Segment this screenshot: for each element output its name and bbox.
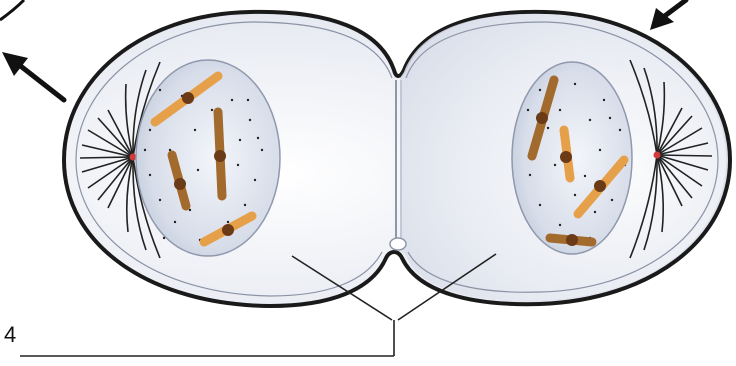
arrow-left-icon [2,52,64,100]
label-4: 4 [4,322,16,348]
right-centriole [654,152,661,159]
partial-cell-outline [0,0,24,20]
left-daughter-nucleus [136,60,280,256]
arrow-right-icon [650,0,686,30]
